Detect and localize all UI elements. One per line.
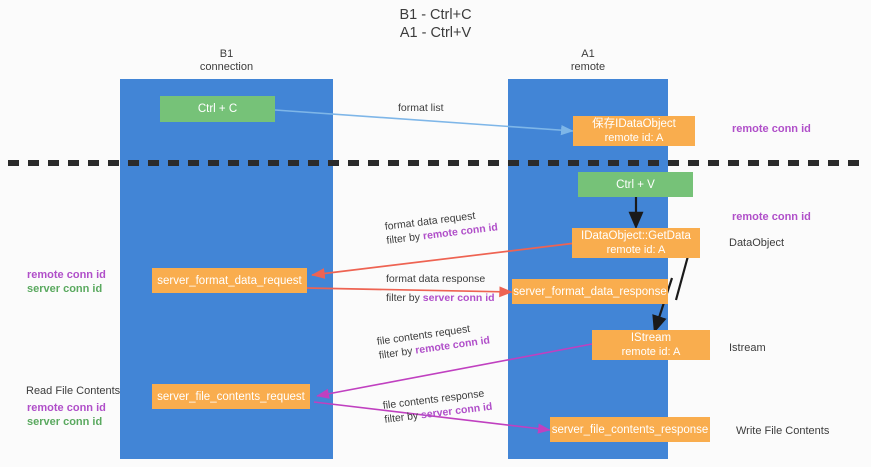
node-idataobject-getdata-subtitle: remote id: A xyxy=(606,244,666,256)
annotation-dataobject: DataObject xyxy=(729,237,785,249)
lane-header-a1: A1 remote xyxy=(570,48,606,73)
lane-header-b1: B1 connection xyxy=(199,48,254,73)
node-ctrl-c-label: Ctrl + C xyxy=(197,103,238,115)
node-server-format-data-response-label: server_format_data_response xyxy=(513,285,667,298)
annotation-read-file-contents: Read File Contents xyxy=(26,385,121,397)
edge-label-format-list: format list xyxy=(398,102,444,114)
annotation-write-file-contents: Write File Contents xyxy=(736,425,830,437)
node-istream-subtitle: remote id: A xyxy=(621,346,681,358)
page-title: B1 - Ctrl+C A1 - Ctrl+V xyxy=(399,7,472,41)
edge-label-format-data-response: format data response filter by server co… xyxy=(386,273,495,304)
node-server-format-data-request[interactable]: server_format_data_request xyxy=(152,268,307,293)
annotation-right-remote-conn-id-top: remote conn id xyxy=(732,123,811,135)
node-server-file-contents-response[interactable]: server_file_contents_response xyxy=(550,417,710,442)
node-istream[interactable]: IStream remote id: A xyxy=(592,330,710,360)
node-server-file-contents-response-label: server_file_contents_response xyxy=(551,423,709,436)
node-idataobject-getdata[interactable]: IDataObject::GetData remote id: A xyxy=(572,228,700,258)
edge-label-format-data-request: format data request filter by remote con… xyxy=(384,209,499,247)
edge-label-file-contents-response: file contents response filter by server … xyxy=(382,387,494,426)
node-save-idataobject-subtitle: remote id: A xyxy=(604,132,664,144)
edge-getdata-to-istream xyxy=(674,255,690,301)
node-server-file-contents-request-label: server_file_contents_request xyxy=(157,390,305,403)
annotation-left-remote-conn-id-1: remote conn id xyxy=(27,269,106,281)
node-server-format-data-response[interactable]: server_format_data_response xyxy=(512,279,668,304)
annotation-left-server-conn-id-1: server conn id xyxy=(27,283,103,295)
edge-label-file-contents-request: file contents request filter by remote c… xyxy=(376,322,491,362)
annotation-left-remote-conn-id-2: remote conn id xyxy=(27,402,106,414)
annotation-left-server-conn-id-2: server conn id xyxy=(27,416,103,428)
node-server-file-contents-request[interactable]: server_file_contents_request xyxy=(152,384,310,409)
node-ctrl-v-label: Ctrl + V xyxy=(616,178,655,191)
node-server-format-data-request-label: server_format_data_request xyxy=(157,274,302,287)
annotation-istream: Istream xyxy=(729,342,766,354)
annotation-right-remote-conn-id-mid: remote conn id xyxy=(732,211,811,223)
node-idataobject-getdata-title: IDataObject::GetData xyxy=(581,230,691,242)
node-save-idataobject[interactable]: 保存IDataObject remote id: A xyxy=(573,116,695,146)
node-save-idataobject-title: 保存IDataObject xyxy=(592,118,676,130)
node-istream-title: IStream xyxy=(630,332,672,344)
node-ctrl-v[interactable]: Ctrl + V xyxy=(578,172,693,197)
edge-label-format-data-response-filter: filter by server conn id xyxy=(386,292,495,304)
node-ctrl-c[interactable]: Ctrl + C xyxy=(160,96,275,122)
